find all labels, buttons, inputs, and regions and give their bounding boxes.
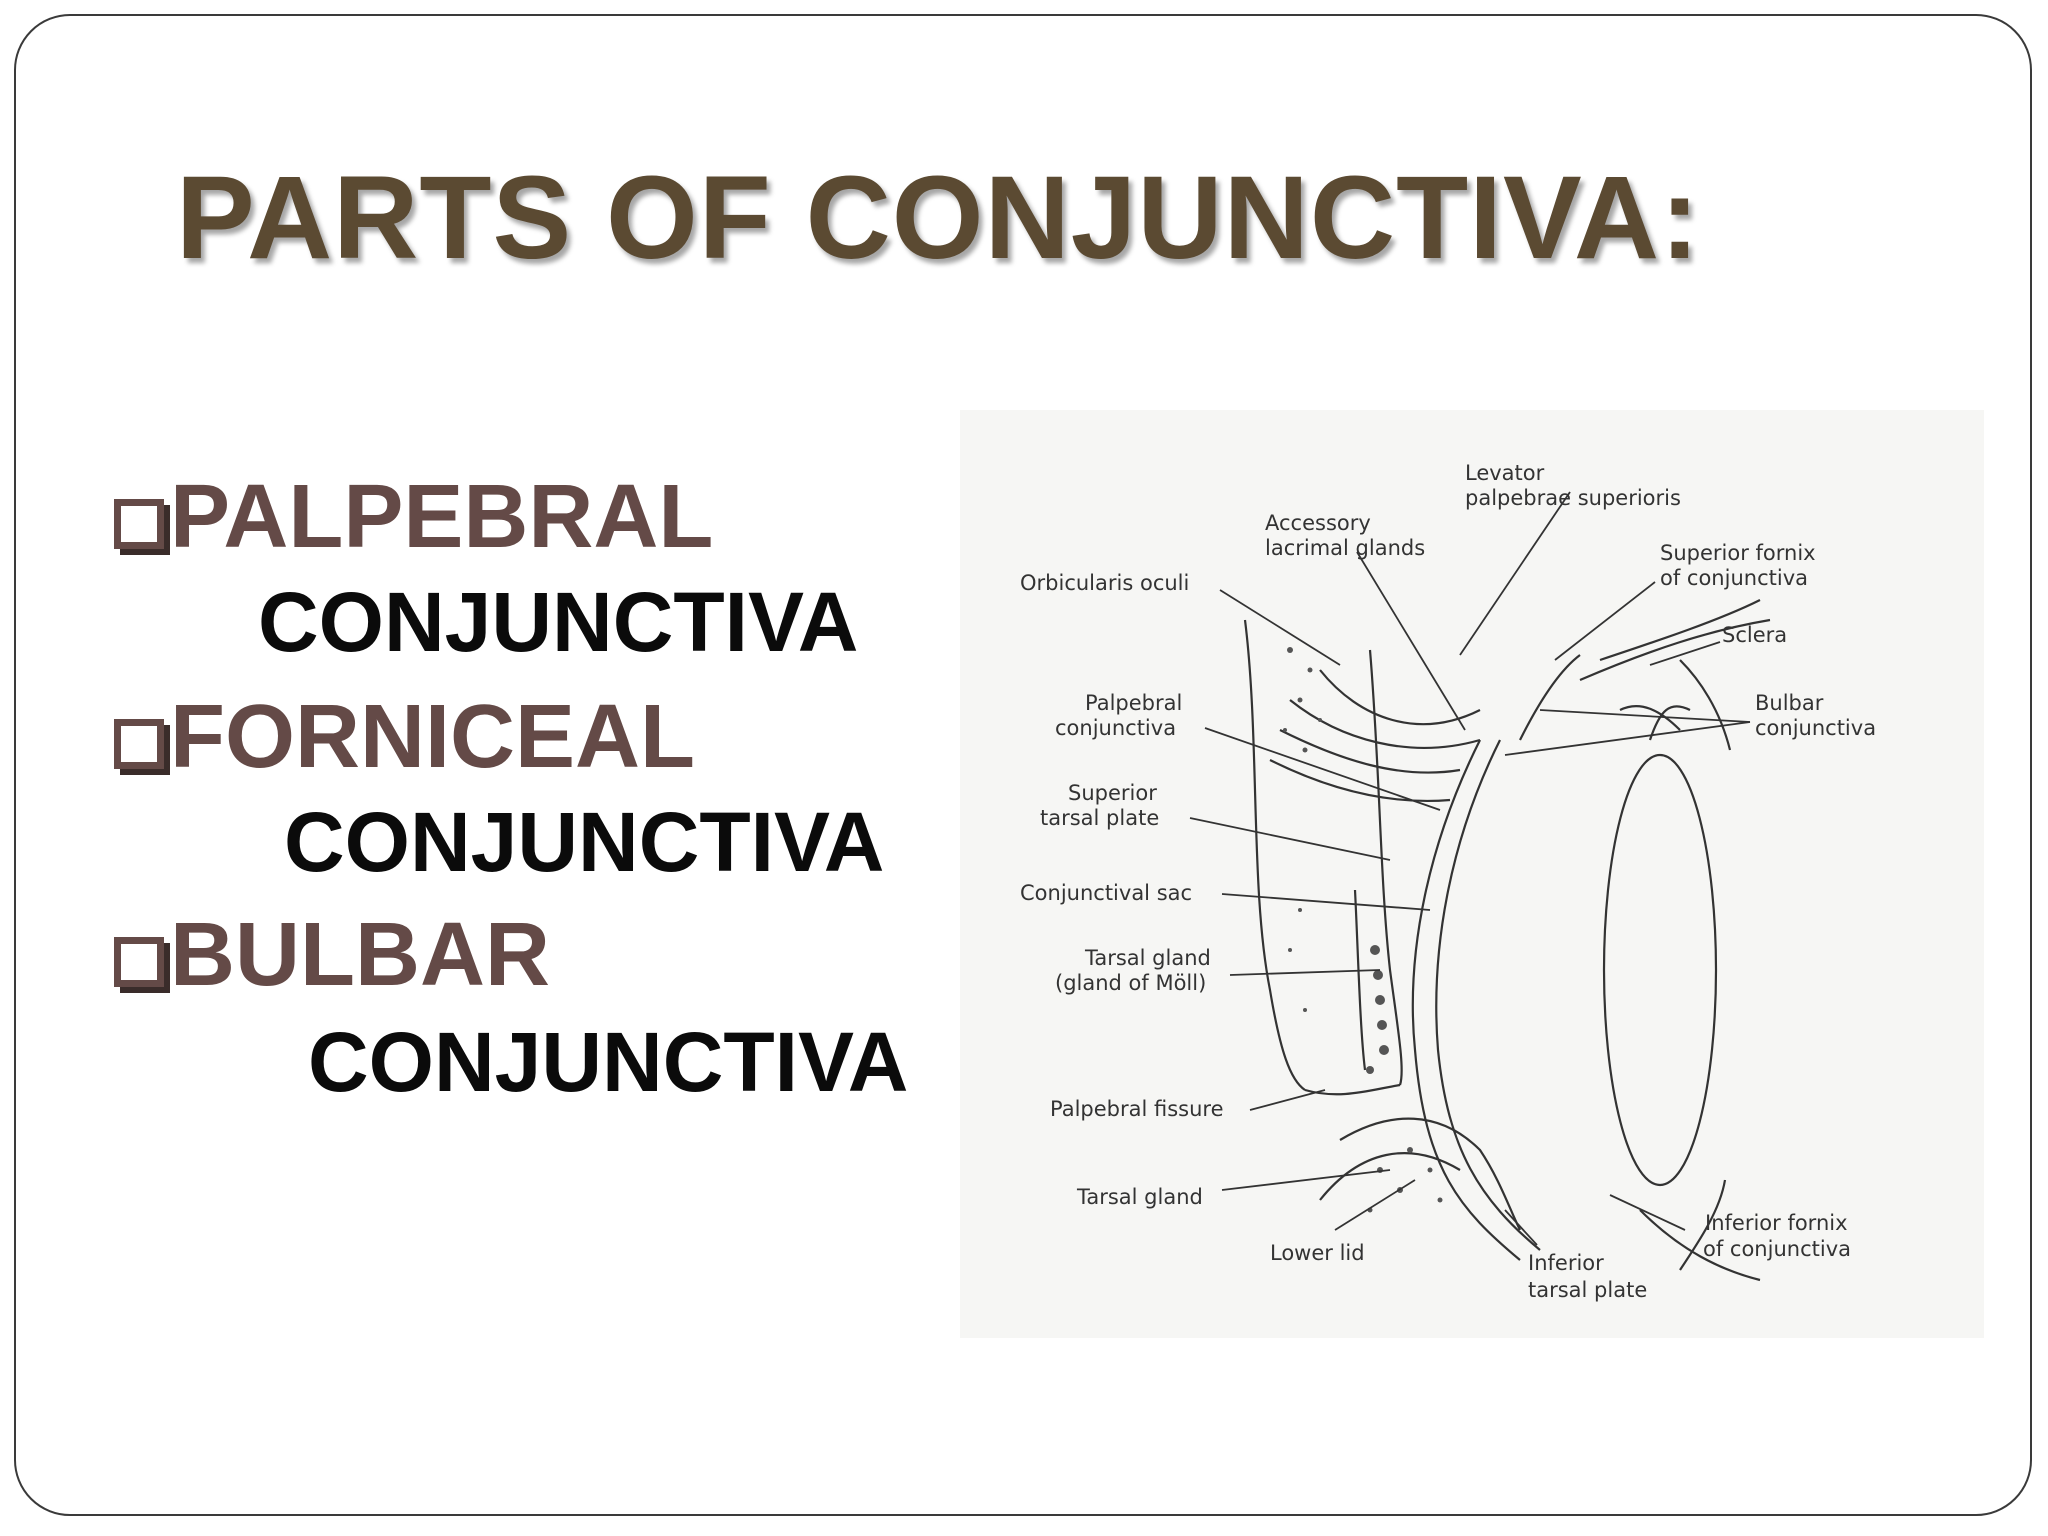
lower-lid-outline xyxy=(1339,1117,1521,1231)
lens-shape xyxy=(1602,753,1718,1187)
bullet-item-bulbar: BULBAR xyxy=(110,904,550,1007)
label-inferior-fornix-2: of conjunctiva xyxy=(1703,1237,1851,1261)
label-tarsal-moll-2: (gland of Möll) xyxy=(1055,971,1206,995)
label-inferior-tarsal-2: tarsal plate xyxy=(1528,1278,1647,1302)
label-superior-fornix-2: of conjunctiva xyxy=(1660,566,1808,590)
bullet-sub-text: CONJUNCTIVA xyxy=(258,575,859,669)
diagram-labels: Levator palpebrae superioris Accessory l… xyxy=(1020,461,1876,1302)
bullet-head-text: BULBAR xyxy=(170,905,550,1005)
bullet-item-forniceal: FORNICEAL xyxy=(110,686,695,789)
slide-title: PARTS OF CONJUNCTIVA: xyxy=(176,152,1701,284)
label-inferior-fornix-1: Inferior fornix xyxy=(1705,1211,1848,1235)
label-tarsal-gland: Tarsal gland xyxy=(1076,1185,1203,1209)
bullet-item-palpebral: PALPEBRAL xyxy=(110,466,713,569)
bullet-head-text: PALPEBRAL xyxy=(170,467,714,567)
label-levator-1: Levator xyxy=(1465,461,1545,485)
bullet-sub-text: CONJUNCTIVA xyxy=(308,1015,909,1109)
checkbox-bullet-icon xyxy=(114,936,164,987)
label-bulbar-conj-1: Bulbar xyxy=(1755,691,1824,715)
label-palpebral-conj-1: Palpebral xyxy=(1085,691,1182,715)
label-bulbar-conj-2: conjunctiva xyxy=(1755,716,1876,740)
bullet-sub-text: CONJUNCTIVA xyxy=(284,795,885,889)
label-palpebral-conj-2: conjunctiva xyxy=(1055,716,1176,740)
eye-anatomy-diagram: Levator palpebrae superioris Accessory l… xyxy=(960,410,1984,1338)
label-levator-2: palpebrae superioris xyxy=(1465,486,1681,510)
checkbox-bullet-icon xyxy=(114,498,164,549)
checkbox-bullet-icon xyxy=(114,718,164,769)
label-tarsal-moll-1: Tarsal gland xyxy=(1084,946,1211,970)
eye-diagram-svg: Levator palpebrae superioris Accessory l… xyxy=(1020,461,1876,1302)
bullet-head-text: FORNICEAL xyxy=(170,687,695,787)
label-lower-lid: Lower lid xyxy=(1270,1241,1365,1265)
label-superior-fornix-1: Superior fornix xyxy=(1660,541,1816,565)
label-accessory-1: Accessory xyxy=(1265,511,1371,535)
label-accessory-2: lacrimal glands xyxy=(1265,536,1425,560)
leader-lines xyxy=(1189,491,1751,1246)
label-inferior-tarsal-1: Inferior xyxy=(1528,1251,1604,1275)
upper-lid-margin xyxy=(1304,1083,1401,1096)
label-superior-tarsal-2: tarsal plate xyxy=(1040,806,1159,830)
upper-tarsal-outline xyxy=(1368,649,1403,1086)
label-palpebral-fissure: Palpebral fissure xyxy=(1050,1097,1224,1121)
gland-texture xyxy=(1283,647,1443,1213)
eyeball-outer-curve xyxy=(1411,739,1521,1261)
label-sclera: Sclera xyxy=(1722,623,1787,647)
upper-lid-outline xyxy=(1243,619,1306,1091)
label-conj-sac: Conjunctival sac xyxy=(1020,881,1192,905)
label-orbicularis: Orbicularis oculi xyxy=(1020,571,1189,595)
label-superior-tarsal-1: Superior xyxy=(1068,781,1157,805)
